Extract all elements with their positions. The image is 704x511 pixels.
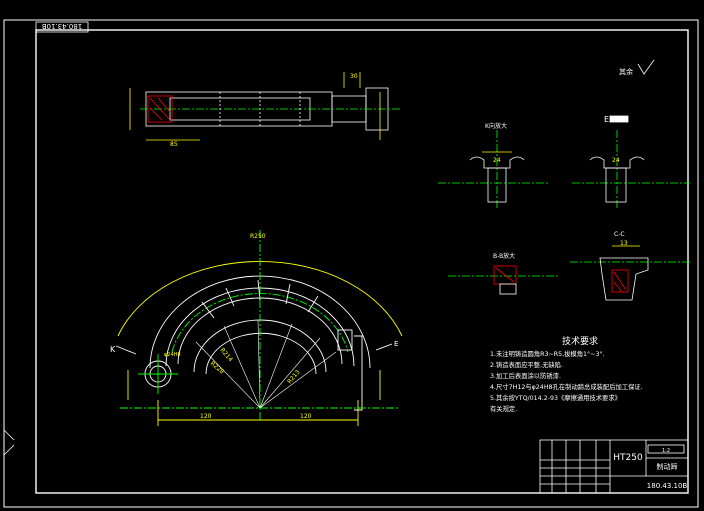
k-view <box>438 130 550 210</box>
tech-req-item: 2.铸造表面应平整,无缺陷. <box>490 360 563 369</box>
title-block <box>539 439 689 494</box>
dim-24-e: 24 <box>612 157 620 164</box>
left-mark <box>3 429 15 441</box>
dim-30: 30 <box>350 73 358 80</box>
arrow-e: E <box>394 340 398 348</box>
bb-view-label: B-B放大 <box>493 252 515 260</box>
dim-r228: R228 <box>209 360 226 376</box>
e-view <box>572 115 690 210</box>
k-view-label: K向放大 <box>485 122 507 130</box>
scale: 1:2 <box>662 448 670 454</box>
dim-r214: R214 <box>218 347 234 364</box>
cc-view <box>570 245 690 301</box>
stamp-box <box>35 21 89 33</box>
dim-13: 13 <box>620 240 628 247</box>
left-mark <box>3 444 15 456</box>
tech-req-item: 3.加工后表面涂以防锈漆. <box>490 371 561 380</box>
drawing-no: 180.43.10B <box>647 482 688 490</box>
tech-req-item: 4.尺寸7H12与φ24H8孔在制动蹄总成装配后加工保证. <box>490 382 643 391</box>
section-view-top <box>129 72 400 141</box>
dim-bottom-right: 120 <box>300 413 312 420</box>
tech-req-item: 1.未注明铸造圆角R3~R5,拔模角1°~3°. <box>490 349 605 358</box>
main-arc-view <box>115 230 403 426</box>
tech-req-item: 有关规定. <box>490 404 517 413</box>
stamp-text: 180.43.10B <box>42 22 83 30</box>
bb-view <box>448 265 560 295</box>
arrow-k: K <box>110 345 116 354</box>
tech-req-list: 1.未注明铸造圆角R3~R5,拔模角1°~3°. 2.铸造表面应平整,无缺陷. … <box>490 349 643 413</box>
e-view-label: E <box>604 115 609 124</box>
outer-frame <box>3 19 699 508</box>
inner-frame <box>35 29 689 494</box>
tech-req-item: 5.其余按YTQ/014.2-93《摩擦通用技术要求》 <box>490 393 621 402</box>
cc-view-label: C-C <box>614 231 625 238</box>
material: HT250 <box>613 453 643 463</box>
dim-85: 85 <box>170 141 178 148</box>
roughness-symbol <box>637 59 655 75</box>
dim-24-k: 24 <box>493 157 501 164</box>
dim-bottom-left: 120 <box>200 413 212 420</box>
roughness-note: 其余 <box>619 67 633 76</box>
part-name: 制动蹄 <box>657 462 678 471</box>
tech-req-heading: 技术要求 <box>562 335 598 347</box>
hole-dim: φ24H8 <box>164 352 181 358</box>
dim-top: R250 <box>250 233 266 240</box>
